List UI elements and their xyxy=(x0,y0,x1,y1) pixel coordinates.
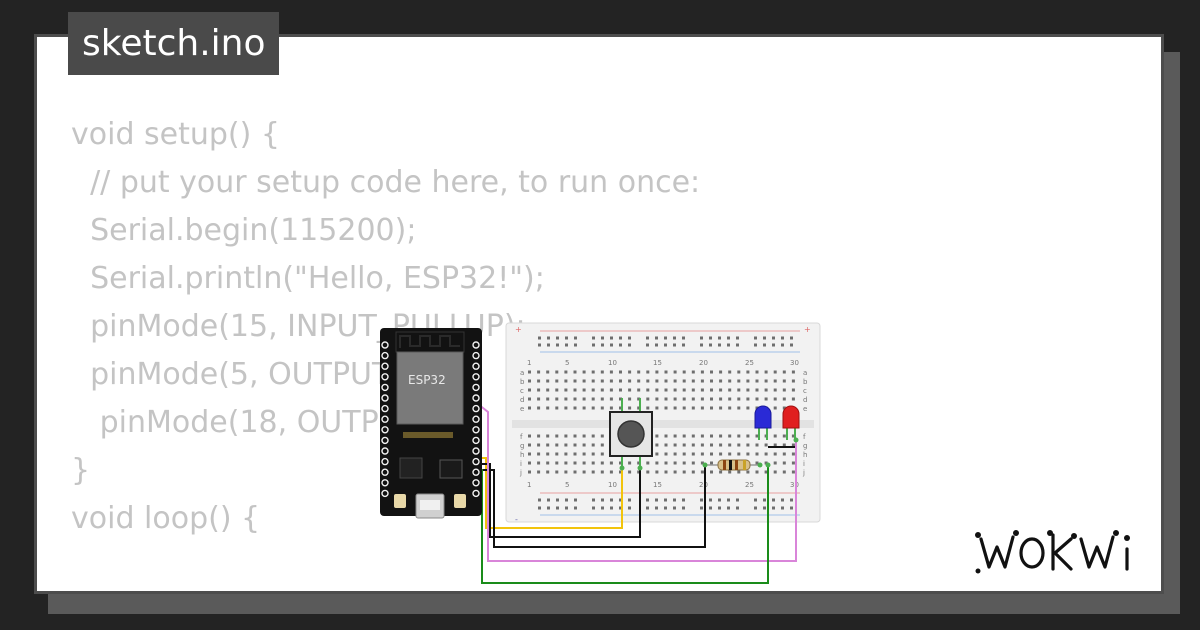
col-number: 1 xyxy=(527,481,531,489)
col-number: 1 xyxy=(527,359,531,367)
breadboard-holes xyxy=(528,370,795,474)
wire-endpoints xyxy=(619,437,799,471)
col-number: 25 xyxy=(745,481,754,489)
col-number: 20 xyxy=(699,481,708,489)
row-letter: i xyxy=(803,460,805,468)
breadboard: + - + 1 5 10 15 20 25 30 1 5 10 15 20 25… xyxy=(505,322,821,524)
row-letter: b xyxy=(520,378,525,386)
wire-yellow xyxy=(476,457,623,529)
row-letter: j xyxy=(802,469,805,477)
code-editor: void setup() { // put your setup code he… xyxy=(71,111,700,543)
row-letter: g xyxy=(803,442,807,450)
row-letter: c xyxy=(803,387,807,395)
col-number: 15 xyxy=(653,481,662,489)
led-red-body xyxy=(782,405,800,429)
col-number: 10 xyxy=(608,481,617,489)
row-letter: a xyxy=(520,369,524,377)
esp32-pins xyxy=(381,341,480,498)
row-letter: b xyxy=(803,378,808,386)
led-blue-body xyxy=(754,405,772,429)
svg-text:+: + xyxy=(515,325,522,334)
row-letter: e xyxy=(520,405,524,413)
col-number: 5 xyxy=(565,481,569,489)
code-line: Serial.begin(115200); xyxy=(71,213,417,248)
code-line: } xyxy=(71,453,91,488)
pushbutton[interactable] xyxy=(609,398,653,468)
wokwi-logo xyxy=(975,530,1130,574)
code-line: Serial.println("Hello, ESP32!"); xyxy=(71,261,545,296)
led-blue[interactable] xyxy=(754,405,772,440)
wire-black xyxy=(476,463,641,538)
row-letter: h xyxy=(520,451,524,459)
svg-text:-: - xyxy=(515,515,518,524)
code-line: // put your setup code here, to run once… xyxy=(71,165,701,200)
code-card: void setup() { // put your setup code he… xyxy=(34,34,1164,594)
code-line: void loop() { xyxy=(71,501,261,536)
row-letter: f xyxy=(520,433,523,441)
row-letter: j xyxy=(519,469,522,477)
row-letter: d xyxy=(803,396,807,404)
col-number: 5 xyxy=(565,359,569,367)
col-number: 15 xyxy=(653,359,662,367)
chip-label: ESP32 xyxy=(408,373,446,387)
row-letter: f xyxy=(803,433,806,441)
col-number: 25 xyxy=(745,359,754,367)
row-letter: a xyxy=(803,369,807,377)
row-letter: c xyxy=(520,387,524,395)
top-rail-holes xyxy=(538,336,793,347)
code-line: void setup() { xyxy=(71,117,280,152)
col-number: 20 xyxy=(699,359,708,367)
row-letter: h xyxy=(803,451,807,459)
row-letter: g xyxy=(520,442,524,450)
row-letter: e xyxy=(803,405,807,413)
bottom-rail-holes xyxy=(538,498,793,510)
resistor[interactable] xyxy=(705,459,760,471)
row-letter: d xyxy=(520,396,524,404)
esp32-board[interactable]: ESP32 xyxy=(380,328,482,519)
wire-pink xyxy=(477,403,797,562)
file-tab[interactable]: sketch.ino xyxy=(68,12,280,75)
row-letter: i xyxy=(520,460,522,468)
col-number: 30 xyxy=(790,359,799,367)
col-number: 30 xyxy=(790,481,799,489)
col-number: 10 xyxy=(608,359,617,367)
svg-text:+: + xyxy=(804,325,811,334)
